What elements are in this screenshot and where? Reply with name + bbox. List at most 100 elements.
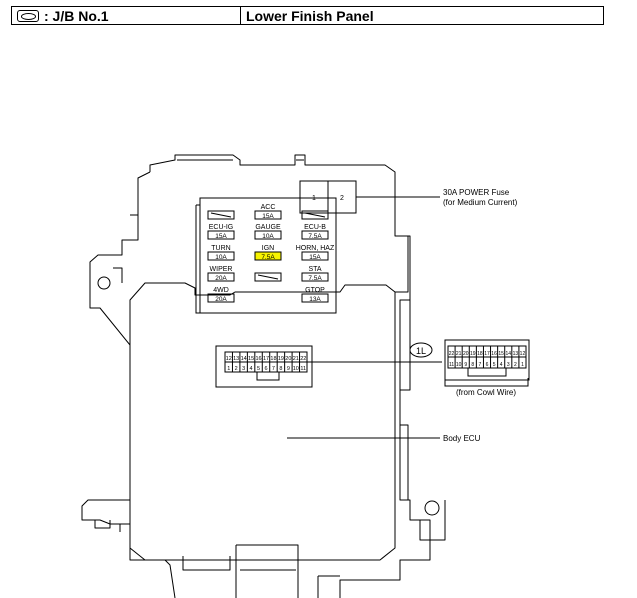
spare-slot-body <box>301 210 329 220</box>
fuse-rating: 15A <box>262 213 274 220</box>
jb-pin-top: 18 <box>270 356 276 362</box>
fuse-rating: 7.5A <box>308 233 322 240</box>
fuse-spare-slot <box>207 210 235 220</box>
c1l-pin-bottom: 9 <box>464 362 467 368</box>
power-fuse-label-line2: (for Medium Current) <box>443 198 518 207</box>
fuse-wiper: WIPER 20A <box>207 266 235 282</box>
fuse-block <box>195 197 337 314</box>
c1l-pin-bottom: 5 <box>493 362 496 368</box>
c1l-pin-top: 21 <box>456 351 462 357</box>
jb-pin-bottom: 4 <box>250 366 253 372</box>
connector-1l-caption: (from Cowl Wire) <box>456 388 516 397</box>
jb-pin-bottom: 3 <box>242 366 245 372</box>
power-fuse-label-line1: 30A POWER Fuse <box>443 188 510 197</box>
c1l-pin-top: 18 <box>477 351 483 357</box>
fuse-ecu-b: ECU-B 7.5A <box>301 224 329 240</box>
fuse-rating: 13A <box>309 296 321 303</box>
jb-pin-top: 17 <box>263 356 269 362</box>
c1l-pin-top: 17 <box>484 351 490 357</box>
fuse-body <box>254 230 282 240</box>
jb-pin-top: 16 <box>255 356 261 362</box>
connector-1l-tag-oval <box>409 342 433 358</box>
body-ecu-label: Body ECU <box>443 434 481 443</box>
fuse-name: ECU-IG <box>209 224 234 231</box>
fuse-rating: 10A <box>262 233 274 240</box>
header-location-cell: : J/B No.1 <box>12 7 241 24</box>
fuse-turn: TURN 10A <box>207 245 235 261</box>
connector-icon <box>17 9 39 22</box>
power-fuse: 1 2 30A POWER Fuse (for Medium Current) <box>299 180 518 214</box>
jb-pin-bottom: 10 <box>293 366 299 372</box>
fuse-name: ACC <box>261 204 276 211</box>
c1l-pin-bottom: 2 <box>514 362 517 368</box>
spare-slot-mark <box>257 274 279 280</box>
spare-slot-body <box>207 210 235 220</box>
jb-pin-top: 22 <box>300 356 306 362</box>
fuse-rating: 10A <box>215 254 227 261</box>
fuse-body <box>207 293 235 303</box>
c1l-pin-top: 19 <box>470 351 476 357</box>
fuse-layer: ACC 15A ECU-IG 15A GAUGE 10A ECU-B 7.5A TURN 10A I… <box>207 204 335 303</box>
header-panel-cell: Lower Finish Panel <box>241 7 603 24</box>
fuse-name: ECU-B <box>304 224 326 231</box>
c1l-pin-bottom: 4 <box>500 362 503 368</box>
fuse-body <box>301 251 329 261</box>
fuse-rating: 20A <box>215 296 227 303</box>
fuse-spare-slot <box>301 210 329 220</box>
spare-slot-mark <box>210 212 232 218</box>
c1l-pin-bottom: 3 <box>507 362 510 368</box>
power-fuse-pin-1: 1 <box>312 195 316 202</box>
fuse-name: WIPER <box>210 266 233 273</box>
jb-pin-top: 13 <box>233 356 239 362</box>
fuse-name: TURN <box>211 245 230 252</box>
jb-pin-bottom: 5 <box>257 366 260 372</box>
fuse-rating: 15A <box>215 233 227 240</box>
fuse-name: IGN <box>262 245 274 252</box>
panel-title: Lower Finish Panel <box>246 7 374 24</box>
fuse-spare-slot <box>254 272 282 282</box>
fuse-gauge: GAUGE 10A <box>254 224 282 240</box>
jb-pin-top: 12 <box>226 356 232 362</box>
jb-pin-bottom: 1 <box>227 366 230 372</box>
jb-pin-bottom: 8 <box>279 366 282 372</box>
fuse-body <box>301 230 329 240</box>
jb-pin-top: 20 <box>285 356 291 362</box>
fuse-name: 4WD <box>213 287 229 294</box>
c1l-pin-bottom: 6 <box>486 362 489 368</box>
body-ecu-callout: Body ECU <box>287 434 481 443</box>
c1l-pin-bottom: 7 <box>479 362 482 368</box>
jb-pin-top: 14 <box>241 356 247 362</box>
jb-pin-top: 19 <box>278 356 284 362</box>
c1l-pin-top: 12 <box>520 351 526 357</box>
fuse-body <box>254 210 282 220</box>
fuse-body <box>254 251 282 261</box>
spare-slot-body <box>254 272 282 282</box>
junction-block-housing <box>81 154 446 598</box>
jb-pin-bottom: 7 <box>272 366 275 372</box>
fuse-rating: 7.5A <box>308 275 322 282</box>
c1l-pin-top: 15 <box>498 351 504 357</box>
fuse-name: GAUGE <box>255 224 281 231</box>
fuse-name: GTOP <box>305 287 325 294</box>
fuse-body <box>207 272 235 282</box>
fuse-body <box>301 272 329 282</box>
spare-slot-mark <box>304 212 326 218</box>
c1l-pin-top: 13 <box>513 351 519 357</box>
fuse-body <box>207 251 235 261</box>
jb-pin-bottom: 9 <box>287 366 290 372</box>
c1l-pin-bottom: 10 <box>456 362 462 368</box>
jb-pin-bottom: 11 <box>300 366 306 372</box>
fuse-ecu-ig: ECU-IG 15A <box>207 224 235 240</box>
jb-location-title: : J/B No.1 <box>44 7 109 24</box>
fuse-body <box>207 230 235 240</box>
fuse-acc: ACC 15A <box>254 204 282 220</box>
fuse-rating: 20A <box>215 275 227 282</box>
